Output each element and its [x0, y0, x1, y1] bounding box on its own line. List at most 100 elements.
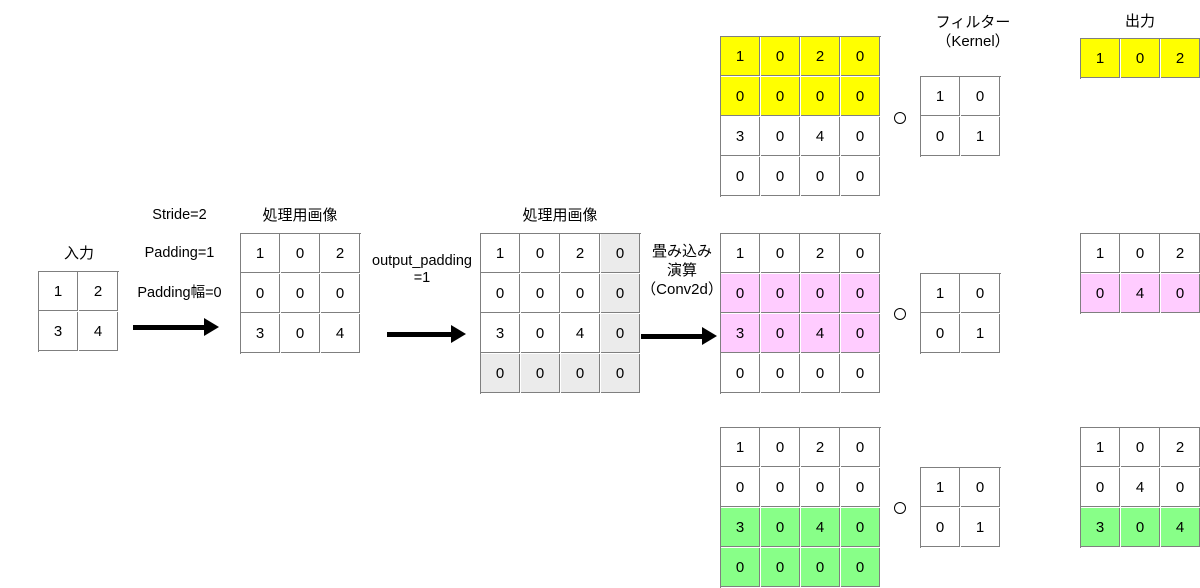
- matrix-cell: 1: [961, 314, 1000, 353]
- matrix-cell: 2: [1161, 234, 1200, 273]
- matrix-cell: 0: [841, 274, 880, 313]
- matrix-cell: 4: [801, 314, 840, 353]
- matrix-cell: 0: [761, 428, 800, 467]
- matrix-cell: 0: [761, 354, 800, 393]
- matrix-cell: 0: [721, 274, 760, 313]
- matrix-cell: 3: [721, 117, 760, 156]
- matrix-cell: 0: [1081, 274, 1120, 313]
- matrix-cell: 0: [601, 234, 640, 273]
- matrix-cell: 0: [1161, 274, 1200, 313]
- matrix-cell: 0: [561, 354, 600, 393]
- matrix-cell: 4: [561, 314, 600, 353]
- matrix-cell: 0: [761, 37, 800, 76]
- matrix-cell: 0: [481, 354, 520, 393]
- matrix-cell: 0: [761, 314, 800, 353]
- input-title: 入力: [63, 245, 94, 262]
- matrix-cell: 0: [561, 274, 600, 313]
- matrix-cell: 0: [841, 508, 880, 547]
- stride-label: Stride=2: [152, 207, 207, 223]
- matrix-cell: 0: [281, 234, 320, 273]
- matrix-cell: 3: [1081, 508, 1120, 547]
- matrix-cell: 1: [921, 274, 960, 313]
- conv-label-line1: 畳み込み: [651, 243, 712, 260]
- matrix-cell: 0: [961, 274, 1000, 313]
- matrix-cell: 0: [1081, 468, 1120, 507]
- matrix-cell: 0: [1121, 234, 1160, 273]
- matrix-cell: 0: [841, 234, 880, 273]
- matrix-cell: 0: [841, 37, 880, 76]
- matrix-cell: 0: [481, 274, 520, 313]
- matrix-cell: 0: [841, 548, 880, 587]
- matrix-cell: 4: [801, 508, 840, 547]
- matrix-cell: 0: [721, 468, 760, 507]
- matrix-cell: 0: [601, 274, 640, 313]
- matrix-cell: 0: [721, 77, 760, 116]
- convolution-operator-icon-3: [894, 502, 906, 514]
- matrix-cell: 0: [241, 274, 280, 313]
- filter-title-line1: フィルター: [935, 14, 1011, 31]
- matrix-cell: 0: [721, 157, 760, 196]
- matrix-cell: 1: [721, 234, 760, 273]
- matrix-cell: 4: [1161, 508, 1200, 547]
- matrix-cell: 1: [921, 468, 960, 507]
- matrix-cell: 0: [521, 314, 560, 353]
- padding-width-label: Padding幅=0: [137, 285, 222, 301]
- matrix-cell: 0: [921, 508, 960, 547]
- matrix-cell: 0: [321, 274, 360, 313]
- matrix-cell: 0: [721, 548, 760, 587]
- arrow-input-to-work: [133, 318, 219, 336]
- matrix-cell: 0: [841, 428, 880, 467]
- matrix-cell: 1: [721, 37, 760, 76]
- matrix-cell: 0: [721, 354, 760, 393]
- matrix-cell: 0: [281, 314, 320, 353]
- matrix-cell: 4: [79, 312, 118, 351]
- matrix-cell: 0: [761, 274, 800, 313]
- matrix-cell: 3: [481, 314, 520, 353]
- matrix-cell: 1: [921, 77, 960, 116]
- matrix-cell: 0: [801, 274, 840, 313]
- matrix-cell: 4: [801, 117, 840, 156]
- matrix-cell: 2: [561, 234, 600, 273]
- output-padding-label-line1: output_padding: [372, 253, 472, 269]
- matrix-cell: 0: [801, 77, 840, 116]
- matrix-cell: 0: [801, 468, 840, 507]
- matrix-cell: 0: [841, 314, 880, 353]
- matrix-cell: 0: [1121, 428, 1160, 467]
- work-small-title: 処理用画像: [262, 207, 338, 224]
- matrix-cell: 0: [761, 234, 800, 273]
- matrix-cell: 1: [1081, 39, 1120, 78]
- matrix-cell: 1: [39, 272, 78, 311]
- output-padding-label-line2: =1: [413, 270, 431, 286]
- matrix-cell: 2: [321, 234, 360, 273]
- matrix-cell: 1: [961, 508, 1000, 547]
- matrix-cell: 0: [761, 508, 800, 547]
- matrix-cell: 0: [841, 354, 880, 393]
- convolution-operator-icon-2: [894, 308, 906, 320]
- matrix-cell: 1: [961, 117, 1000, 156]
- matrix-cell: 4: [321, 314, 360, 353]
- matrix-cell: 3: [241, 314, 280, 353]
- matrix-cell: 1: [721, 428, 760, 467]
- convolution-operator-icon-1: [894, 112, 906, 124]
- matrix-cell: 0: [1121, 508, 1160, 547]
- matrix-cell: 2: [1161, 39, 1200, 78]
- matrix-cell: 4: [1121, 274, 1160, 313]
- matrix-cell: 3: [39, 312, 78, 351]
- matrix-cell: 0: [761, 548, 800, 587]
- matrix-cell: 1: [241, 234, 280, 273]
- filter-title-line2: （Kernel）: [936, 33, 1010, 50]
- padding-label: Padding=1: [144, 245, 215, 261]
- matrix-cell: 0: [801, 157, 840, 196]
- matrix-cell: 0: [801, 548, 840, 587]
